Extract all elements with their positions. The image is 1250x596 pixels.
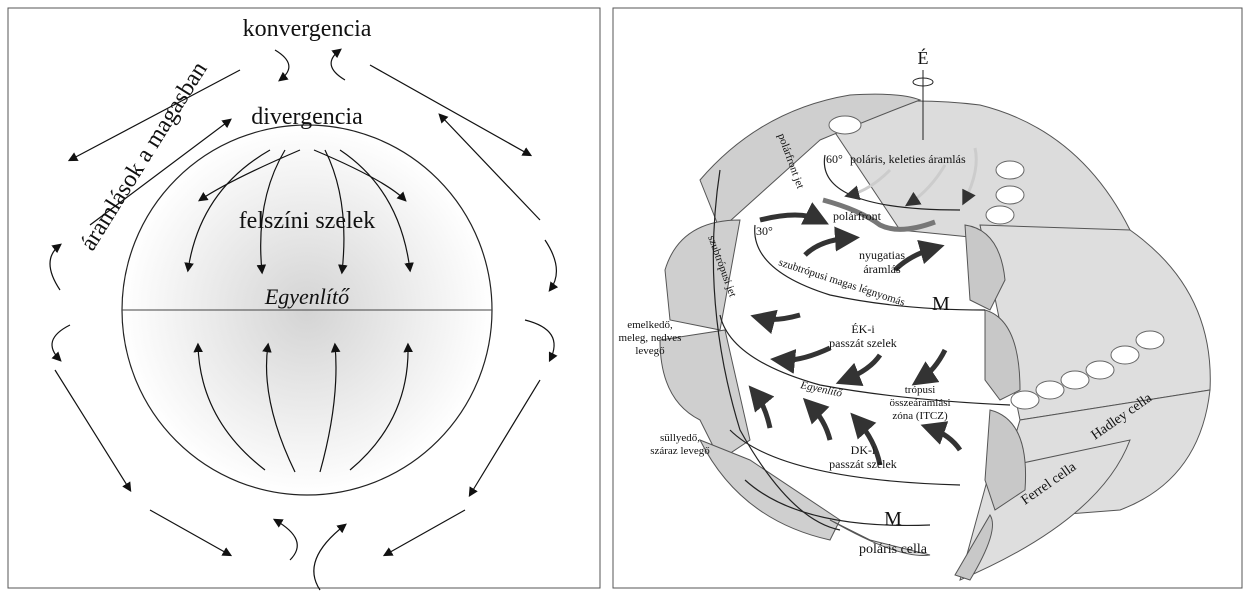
ferrel-cell-south bbox=[698, 439, 841, 541]
clouds bbox=[828, 115, 1165, 410]
right-panel: É 60° poláris, keleties áramlás polárfro… bbox=[612, 7, 1243, 589]
ne-trades-label-2: passzát szelek bbox=[829, 336, 897, 350]
ferrel-cell-north bbox=[664, 219, 741, 331]
equator-label: Egyenlítő bbox=[264, 284, 350, 309]
westerlies-label-1: nyugatias bbox=[859, 248, 905, 262]
polar-front-label: polárfront bbox=[833, 209, 882, 223]
east-cell-1 bbox=[964, 224, 1006, 311]
surface-wind-arrows bbox=[184, 149, 414, 473]
left-panel: konvergencia divergencia felszíni szelek… bbox=[7, 7, 601, 591]
divergence-label: divergencia bbox=[251, 104, 363, 130]
se-trades-label-1: DK-i bbox=[851, 443, 876, 457]
rotation-icon bbox=[912, 77, 934, 87]
rising-air-label-2: meleg, nedves bbox=[619, 332, 682, 344]
rising-air-label-1: emelkedő, bbox=[627, 319, 673, 331]
se-trades-label-2: passzát szelek bbox=[829, 457, 897, 471]
lat30-label: 30° bbox=[756, 224, 773, 238]
polar-cell-south bbox=[829, 519, 931, 557]
wind-arrows bbox=[748, 202, 963, 466]
sinking-air-label-2: száraz levegő bbox=[650, 445, 710, 457]
polar-front-line bbox=[822, 197, 936, 232]
rising-air-label-3: levegő bbox=[635, 345, 665, 357]
convergence-label: konvergencia bbox=[243, 16, 372, 42]
latitude-lines bbox=[712, 154, 1011, 531]
ne-trades-label-1: ÉK-i bbox=[851, 322, 875, 336]
surface-winds-label: felszíni szelek bbox=[239, 208, 376, 234]
high-symbol-north: M bbox=[932, 293, 950, 315]
itcz-label-2: összeáramlási bbox=[889, 397, 950, 409]
westerlies-label-2: áramlás bbox=[863, 262, 901, 276]
upper-flow-arrows bbox=[49, 48, 559, 591]
east-cell-2 bbox=[984, 309, 1021, 401]
ferrel-band bbox=[979, 224, 1211, 421]
itcz-label-3: zóna (ITCZ) bbox=[892, 410, 948, 422]
high-symbol-south: M bbox=[884, 508, 902, 530]
east-cell-4 bbox=[954, 514, 993, 581]
polar-easterlies-label: poláris, keleties áramlás bbox=[850, 152, 966, 166]
itcz-label-1: trópusi bbox=[905, 384, 936, 396]
polar-cell-label: poláris cella bbox=[859, 542, 928, 557]
polar-easterly-arrows bbox=[844, 147, 978, 207]
east-cell-3 bbox=[984, 409, 1027, 511]
sinking-air-label-1: süllyedő, bbox=[660, 432, 700, 444]
lat60-label: 60° bbox=[826, 152, 843, 166]
north-label: É bbox=[918, 47, 929, 68]
